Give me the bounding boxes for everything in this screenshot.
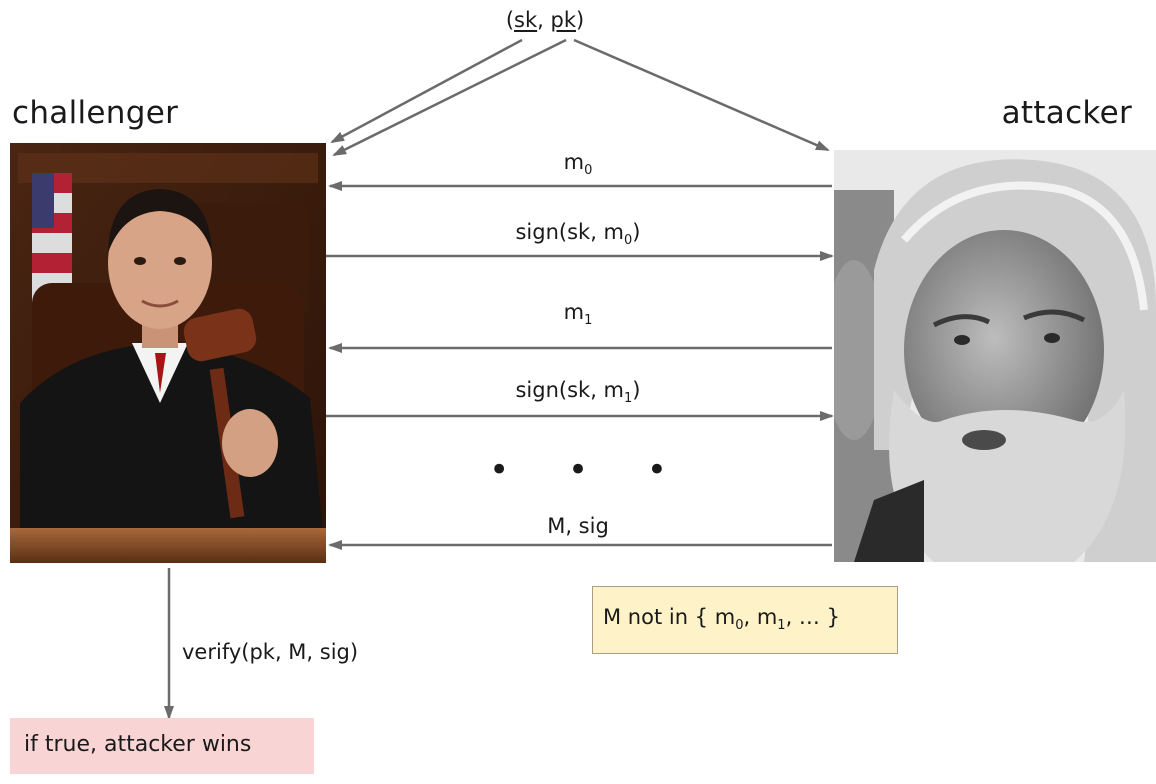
message-sign-m1: sign(sk, m1)	[515, 378, 641, 406]
challenger-photo	[10, 143, 326, 563]
ellipsis: • • •	[489, 450, 691, 490]
bearded-man-illustration	[834, 150, 1156, 562]
keypair-arrow-sk	[330, 38, 523, 144]
attacker-label: attacker	[1001, 95, 1132, 131]
message-forgery: M, sig	[547, 514, 609, 538]
condition-note: M not in { m0, m1, … }	[592, 586, 898, 654]
attacker-photo	[834, 150, 1156, 562]
verify-label: verify(pk, M, sig)	[182, 640, 359, 664]
message-m0: m0	[563, 150, 593, 178]
keypair-arrow-pk	[332, 38, 567, 157]
keypair-arrow-attacker	[573, 38, 830, 152]
secret-key-label: sk	[514, 8, 538, 32]
message-m1: m1	[563, 300, 593, 328]
judge-illustration	[10, 143, 326, 563]
keypair-label: (sk, pk)	[505, 8, 585, 32]
public-key-label: pk	[550, 8, 576, 32]
result-box: if true, attacker wins	[10, 718, 314, 774]
message-sign-m0: sign(sk, m0)	[515, 220, 641, 248]
challenger-label: challenger	[12, 95, 179, 131]
